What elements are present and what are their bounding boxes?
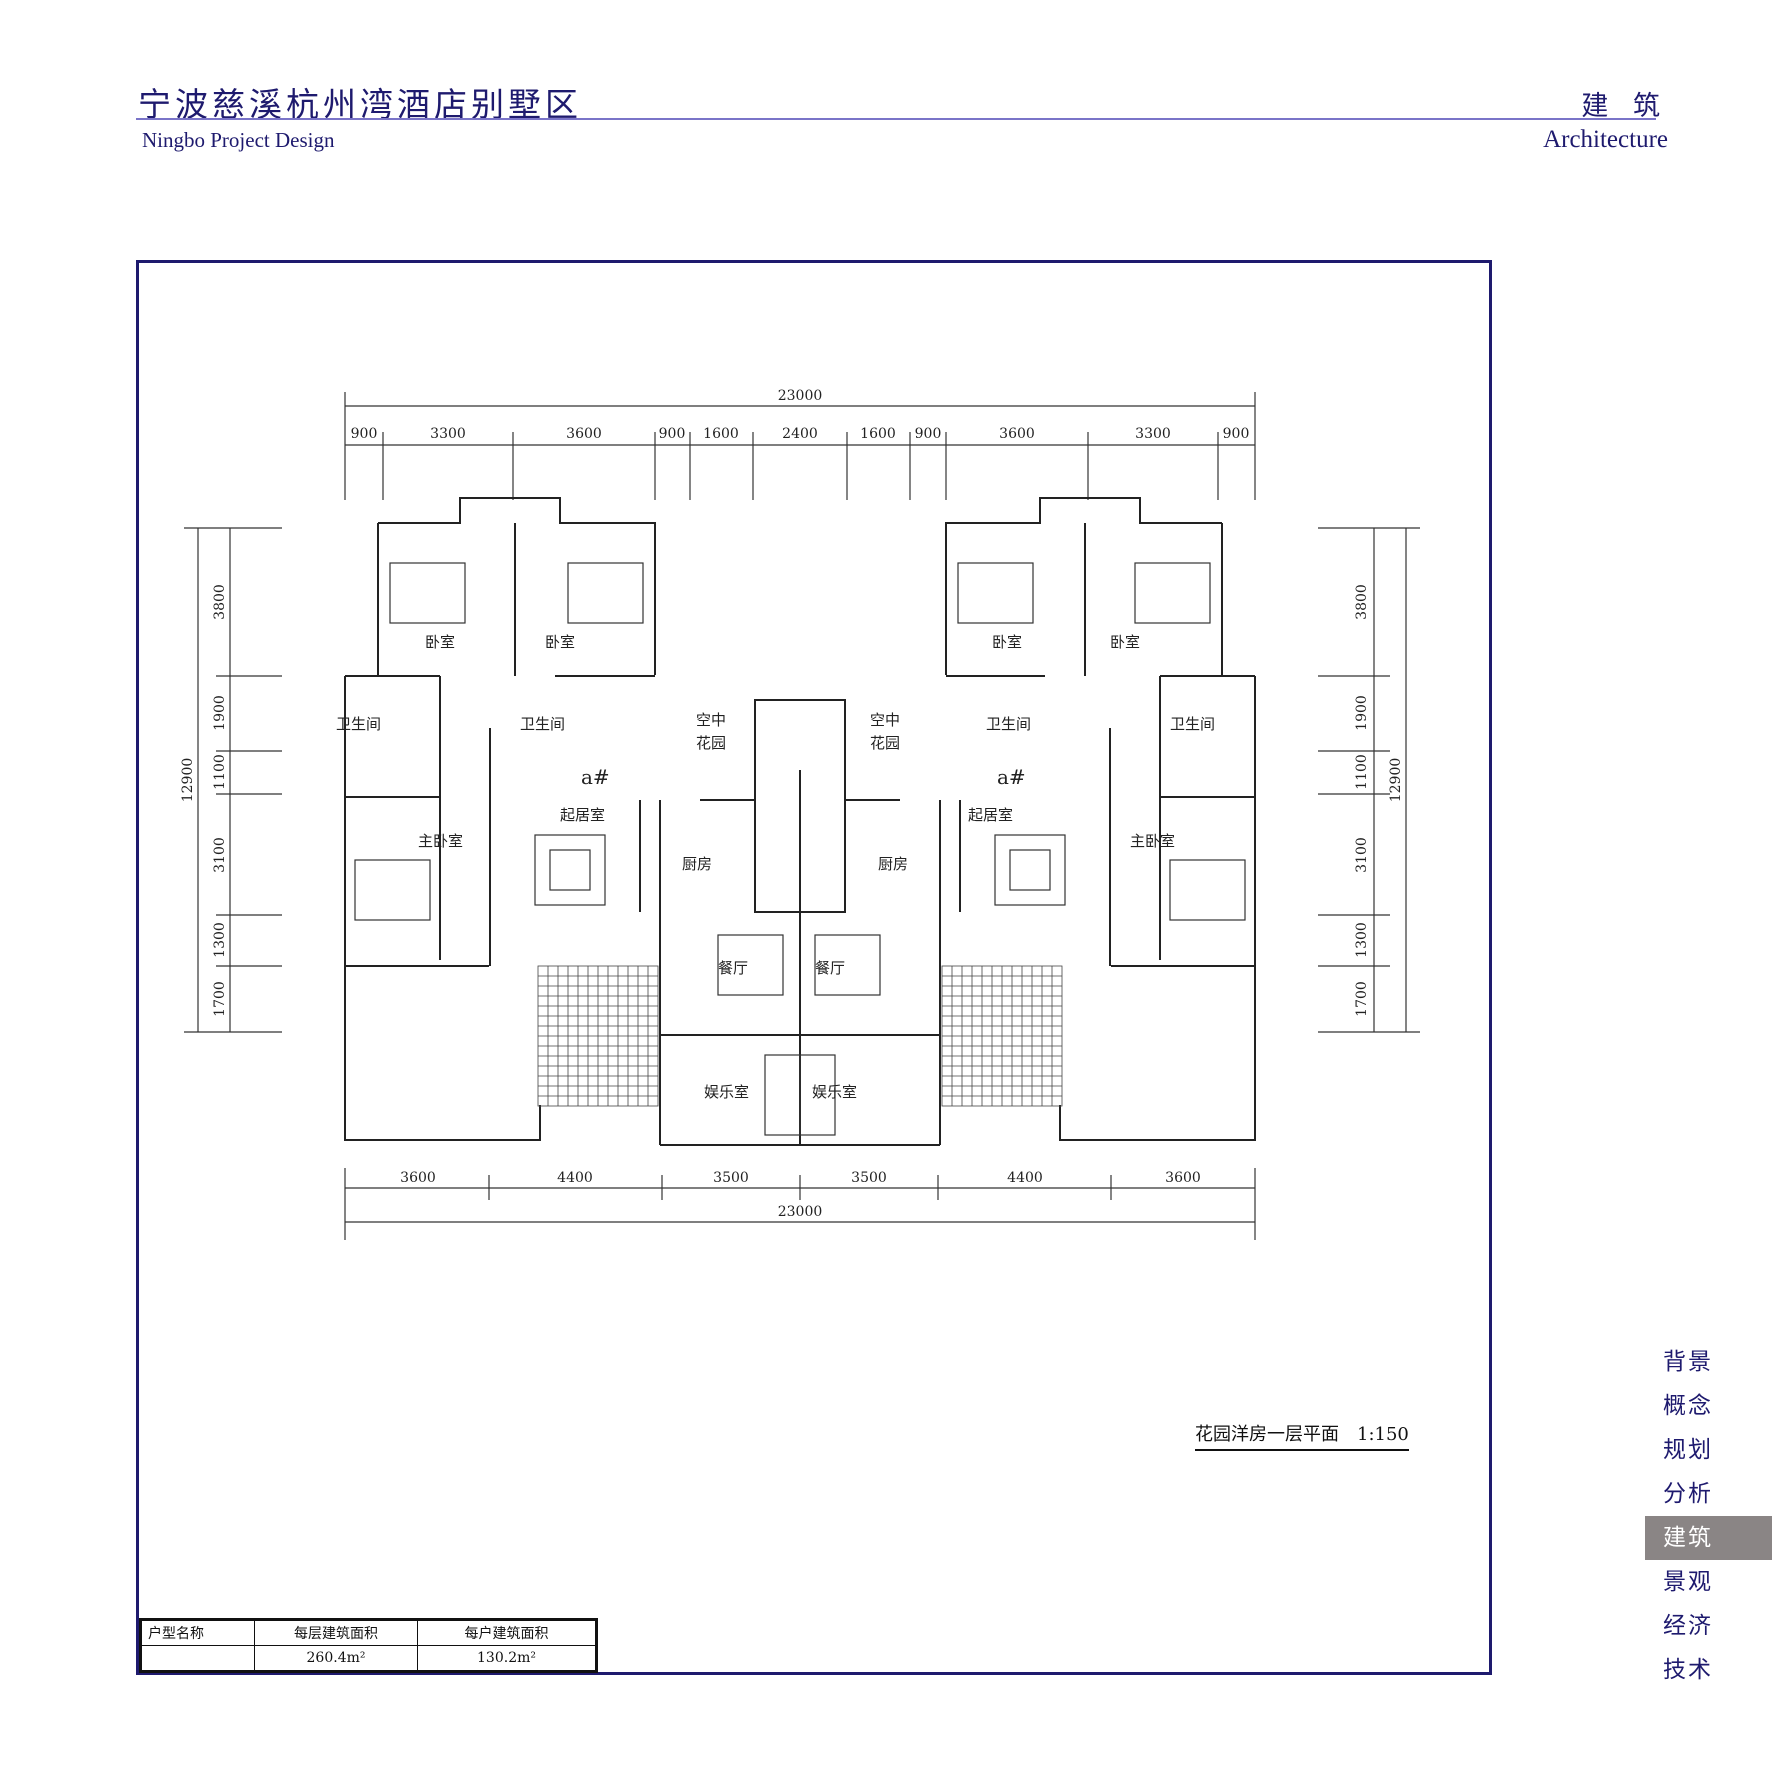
table-header: 每户建筑面积 (417, 1619, 597, 1646)
furniture (354, 562, 1246, 1136)
section-title-cn: 建 筑 (1581, 91, 1668, 122)
unit-mark: a# (581, 765, 610, 789)
room-label-dining: 餐厅 (815, 959, 845, 977)
dim-top: 1600 (703, 426, 739, 442)
unit-marks: a# a# (581, 765, 1026, 789)
room-label-recreation: 娱乐室 (812, 1083, 857, 1101)
page-subtitle: Ningbo Project Design (142, 128, 335, 152)
dim-left: 3800 (212, 584, 228, 620)
drawing-frame (136, 260, 1492, 1675)
room-label-bedroom: 卧室 (1110, 633, 1140, 651)
room-label-living: 起居室 (560, 806, 605, 824)
dim-bottom: 4400 (557, 1170, 593, 1186)
room-label-kitchen: 厨房 (682, 855, 712, 873)
dim-top: 3600 (999, 426, 1035, 442)
dim-bottom: 3600 (1165, 1170, 1201, 1186)
nav-item-planning[interactable]: 规划 (1663, 1437, 1713, 1463)
dim-bottom: 4400 (1007, 1170, 1043, 1186)
drawing-caption: 花园洋房一层平面 1:150 (1195, 1420, 1409, 1451)
dim-top: 900 (1223, 426, 1250, 442)
nav-item-concept[interactable]: 概念 (1663, 1393, 1713, 1419)
dim-left: 1700 (212, 981, 228, 1017)
dim-right: 1700 (1354, 981, 1370, 1017)
dim-right: 1900 (1354, 695, 1370, 731)
dim-left-total: 12900 (180, 758, 196, 803)
room-label-living: 起居室 (968, 806, 1013, 824)
dim-left: 1100 (212, 754, 228, 790)
room-label-bedroom: 卧室 (992, 633, 1022, 651)
dim-left: 1900 (212, 695, 228, 731)
dim-top-total: 23000 (778, 388, 823, 404)
room-label-sky-garden: 花园 (696, 734, 726, 752)
room-labels: 卧室 卧室 卧室 卧室 卫生间 卫生间 卫生间 卫生间 空中 花园 空中 花园 … (336, 633, 1215, 1101)
dim-left: 3100 (212, 837, 228, 873)
dim-right: 1100 (1354, 754, 1370, 790)
table-cell (140, 1645, 255, 1672)
page-title: 宁波慈溪杭州湾酒店别墅区 (138, 85, 582, 124)
table-cell: 260.4m² (254, 1645, 418, 1672)
dimension-lines (184, 392, 1420, 1240)
room-label-master-bedroom: 主卧室 (418, 832, 463, 850)
header-rule (136, 118, 1656, 120)
section-nav: 背景 概念 规划 分析 建筑 景观 经济 技术 (1645, 1340, 1772, 1692)
dim-right: 1300 (1354, 922, 1370, 958)
dim-top: 900 (659, 426, 686, 442)
nav-item-landscape[interactable]: 景观 (1663, 1569, 1713, 1595)
unit-mark: a# (997, 765, 1026, 789)
dim-right-total: 12900 (1388, 758, 1404, 803)
room-label-bedroom: 卧室 (425, 633, 455, 651)
dimension-labels: 23000 900 3300 3600 900 1600 2400 1600 9… (351, 388, 1250, 1220)
room-label-bedroom: 卧室 (545, 633, 575, 651)
table-header: 户型名称 (140, 1619, 255, 1646)
room-label-master-bedroom: 主卧室 (1130, 832, 1175, 850)
dim-bottom: 3600 (400, 1170, 436, 1186)
nav-item-background[interactable]: 背景 (1663, 1349, 1713, 1375)
room-label-bathroom: 卫生间 (1170, 715, 1215, 733)
dim-top: 2400 (782, 426, 818, 442)
room-label-bathroom: 卫生间 (986, 715, 1031, 733)
room-label-sky-garden: 空中 (870, 711, 900, 729)
dim-right: 3100 (1354, 837, 1370, 873)
area-table: 户型名称 每层建筑面积 每户建筑面积 260.4m² 130.2m² (139, 1618, 598, 1673)
table-header-row: 户型名称 每层建筑面积 每户建筑面积 (140, 1619, 597, 1646)
dim-top: 3300 (430, 426, 466, 442)
table-header: 每层建筑面积 (254, 1619, 418, 1646)
dim-bottom-total: 23000 (778, 1204, 823, 1220)
section-title-en: Architecture (1543, 126, 1668, 153)
dim-top: 900 (915, 426, 942, 442)
dim-right: 3800 (1354, 584, 1370, 620)
nav-item-technology[interactable]: 技术 (1663, 1657, 1713, 1683)
room-label-recreation: 娱乐室 (704, 1083, 749, 1101)
table-cell: 130.2m² (417, 1645, 597, 1672)
room-label-dining: 餐厅 (718, 959, 748, 977)
nav-item-economy[interactable]: 经济 (1663, 1613, 1713, 1639)
dim-top: 1600 (860, 426, 896, 442)
dim-bottom: 3500 (851, 1170, 887, 1186)
nav-item-analysis[interactable]: 分析 (1663, 1481, 1713, 1507)
dimension-labels-vertical: 3800 1900 1100 3100 1300 1700 12900 3800… (180, 584, 1404, 1017)
room-label-bathroom: 卫生间 (336, 715, 381, 733)
room-label-kitchen: 厨房 (878, 855, 908, 873)
table-row: 260.4m² 130.2m² (140, 1645, 597, 1672)
room-label-sky-garden: 花园 (870, 734, 900, 752)
nav-item-architecture[interactable]: 建筑 (1645, 1516, 1772, 1560)
room-label-sky-garden: 空中 (696, 711, 726, 729)
terrace-paving (537, 965, 1063, 1107)
dim-top: 3300 (1135, 426, 1171, 442)
dim-top: 900 (351, 426, 378, 442)
dim-left: 1300 (212, 922, 228, 958)
walls (344, 497, 1256, 1146)
dim-bottom: 3500 (713, 1170, 749, 1186)
dim-top: 3600 (566, 426, 602, 442)
room-label-bathroom: 卫生间 (520, 715, 565, 733)
